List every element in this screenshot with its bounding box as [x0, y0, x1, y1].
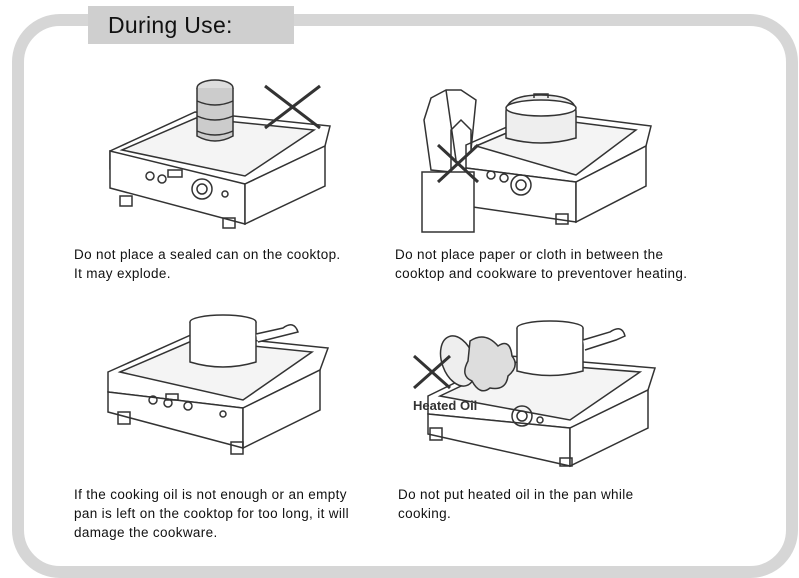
cooktop-with-can-drawing	[109, 79, 331, 229]
heated-oil-label: Heated Oil	[413, 398, 478, 413]
content-frame	[12, 14, 798, 578]
caption-paper-cloth: Do not place paper or cloth in between t…	[395, 247, 688, 281]
illustration-heated-oil	[410, 316, 660, 468]
illustration-sealed-can	[100, 76, 340, 229]
caption-heated-oil: Do not put heated oil in the pan while c…	[398, 487, 634, 521]
illustration-paper-cloth	[416, 89, 656, 233]
caption-empty-pan: If the cooking oil is not enough or an e…	[74, 487, 349, 540]
cooktop-with-pan-drawing	[107, 314, 330, 455]
section-title: During Use:	[88, 6, 294, 44]
cooktop-with-cloth-drawing	[421, 89, 652, 233]
illustration-empty-pan	[98, 312, 338, 462]
cooktop-with-heated-oil-drawing	[413, 320, 657, 468]
caption-sealed-can: Do not place a sealed can on the cooktop…	[74, 247, 341, 281]
